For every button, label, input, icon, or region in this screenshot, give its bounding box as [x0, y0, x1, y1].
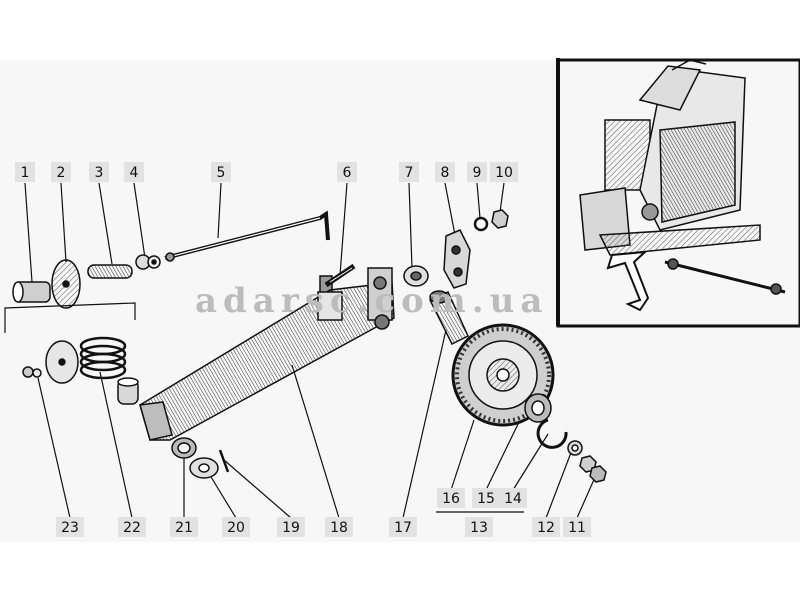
part-18-arm	[139, 267, 395, 441]
part-15-bearing	[524, 393, 552, 423]
callout-21: 21	[170, 517, 198, 537]
callout-9: 9	[467, 162, 487, 182]
callout-20: 20	[222, 517, 250, 537]
part-11-nuts	[579, 455, 607, 483]
callout-8: 8	[435, 162, 455, 182]
callout-23: 23	[56, 517, 84, 537]
part-9-ring	[473, 216, 489, 232]
svg-text:21: 21	[175, 520, 193, 536]
part-22-spring	[79, 336, 127, 380]
callout-6: 6	[337, 162, 357, 182]
svg-text:12: 12	[537, 520, 555, 536]
part-1-bushing	[12, 281, 51, 303]
svg-text:9: 9	[473, 165, 482, 181]
svg-text:20: 20	[227, 520, 245, 536]
part-12-washer	[567, 440, 583, 456]
svg-text:2: 2	[57, 165, 66, 181]
callout-18: 18	[325, 517, 353, 537]
callout-14: 14	[499, 488, 527, 508]
callout-17: 17	[389, 517, 417, 537]
machine-illustration	[579, 59, 786, 312]
callout-4: 4	[124, 162, 144, 182]
leader-lines	[4, 182, 597, 519]
part-2-disc	[51, 259, 81, 309]
part-14-snap-ring	[536, 418, 568, 449]
svg-text:1: 1	[21, 165, 30, 181]
svg-text:13: 13	[470, 520, 488, 536]
svg-text:10: 10	[495, 165, 513, 181]
part-10-nut	[491, 209, 509, 229]
part-6-bolt	[319, 263, 356, 295]
svg-text:6: 6	[343, 165, 352, 181]
watermark-text: adarsc.com.ua	[195, 281, 548, 321]
part-19-pin	[218, 449, 230, 473]
svg-text:7: 7	[405, 165, 414, 181]
callout-7: 7	[399, 162, 419, 182]
part-5-rod	[164, 210, 330, 262]
svg-text:3: 3	[95, 165, 104, 181]
callout-19: 19	[277, 517, 305, 537]
callout-labels: 1 2 3 4 5 6 7 8 9 10 11 12 13 14 15 16 1…	[15, 162, 591, 537]
svg-text:8: 8	[441, 165, 450, 181]
callout-2: 2	[51, 162, 71, 182]
svg-text:5: 5	[217, 165, 226, 181]
part-21-bushing	[171, 437, 197, 459]
part-16-gear	[451, 323, 555, 427]
callout-1: 1	[15, 162, 35, 182]
svg-text:18: 18	[330, 520, 348, 536]
svg-text:22: 22	[123, 520, 141, 536]
part-17-shaft	[428, 290, 469, 346]
svg-text:23: 23	[61, 520, 79, 536]
callout-16: 16	[437, 488, 465, 508]
svg-text:14: 14	[504, 491, 522, 507]
parts	[12, 209, 607, 483]
part-20-washer	[189, 457, 219, 479]
svg-text:11: 11	[568, 520, 586, 536]
svg-text:19: 19	[282, 520, 300, 536]
part-4-washers	[135, 254, 161, 270]
callout-15: 15	[472, 488, 500, 508]
callout-12: 12	[532, 517, 560, 537]
svg-text:16: 16	[442, 491, 460, 507]
sleeve-part	[117, 377, 139, 405]
part-23-disc	[22, 340, 79, 384]
part-8-bracket	[443, 229, 471, 289]
svg-text:4: 4	[130, 165, 139, 181]
machine-inset	[556, 58, 800, 328]
svg-text:17: 17	[394, 520, 412, 536]
callout-11: 11	[563, 517, 591, 537]
callout-10: 10	[490, 162, 518, 182]
part-7-nut	[403, 265, 429, 287]
callout-22: 22	[118, 517, 146, 537]
part-3-roller	[87, 264, 133, 279]
callout-3: 3	[89, 162, 109, 182]
callout-13: 13	[465, 517, 493, 537]
callout-5: 5	[211, 162, 231, 182]
svg-text:15: 15	[477, 491, 495, 507]
arrow-pointer	[606, 250, 650, 312]
